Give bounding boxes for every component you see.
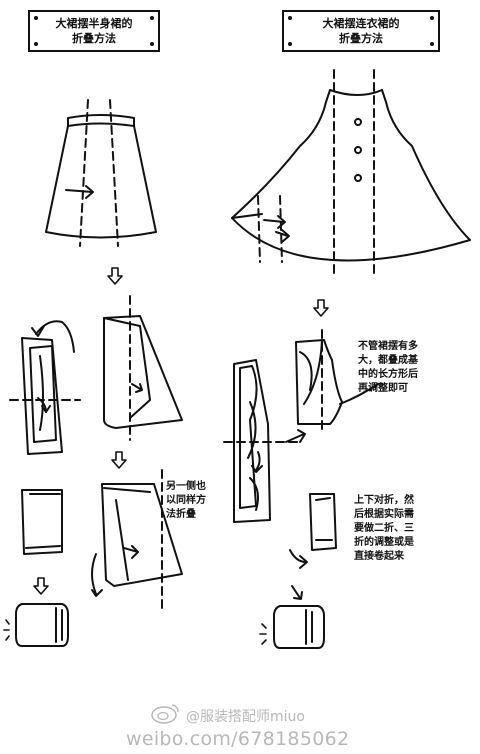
title-line-2: 折叠方法 [339,32,383,45]
title-tag-skirt: 大裙摆半身裙的 折叠方法 [28,10,160,52]
title-line-2: 折叠方法 [72,32,116,45]
pin-dot [34,42,38,46]
note-fold: 上下对折，然 后根据实际需 要做二折、三 折的调整或是 直接卷起来 [354,495,414,562]
skirt-fold-step-3 [92,470,182,608]
skirt-fold-step-1 [104,296,182,440]
dress-fold-step-1 [296,330,378,432]
pin-dot [150,16,154,20]
dress-rectangle [290,494,336,568]
pin-dot [150,42,154,46]
skirt-rectangle [22,490,62,554]
pin-dot [288,42,292,46]
title-tag-dress: 大裙摆连衣裙的 折叠方法 [282,10,440,52]
pin-dot [288,16,292,20]
watermark-url: weibo.com/678185062 [126,728,350,750]
down-arrow-icon [112,452,126,468]
watermark-handle: @服装搭配师miuo [186,709,305,725]
title-line-1: 大裙摆半身裙的 [55,17,133,30]
down-arrow-icon [34,578,48,594]
note-other-side: 另一侧也 以同样方 法折叠 [166,481,206,520]
dress-fold-step-2 [224,360,305,522]
down-arrow-icon [108,268,122,284]
pin-dot [430,42,434,46]
note-adjust: 不管裙摆有多 大，都叠成基 中的长方形后 再调整即可 [358,341,418,394]
dress-flat [232,70,470,276]
down-arrow-icon [314,300,328,316]
dress-rolled [260,586,324,648]
title-line-1: 大裙摆连衣裙的 [322,17,400,30]
weibo-logo-icon [150,702,180,724]
pin-dot [430,16,434,20]
skirt-fold-step-2 [10,321,80,454]
pin-dot [34,16,38,20]
skirt-flat [46,100,156,246]
skirt-rolled [4,604,68,646]
